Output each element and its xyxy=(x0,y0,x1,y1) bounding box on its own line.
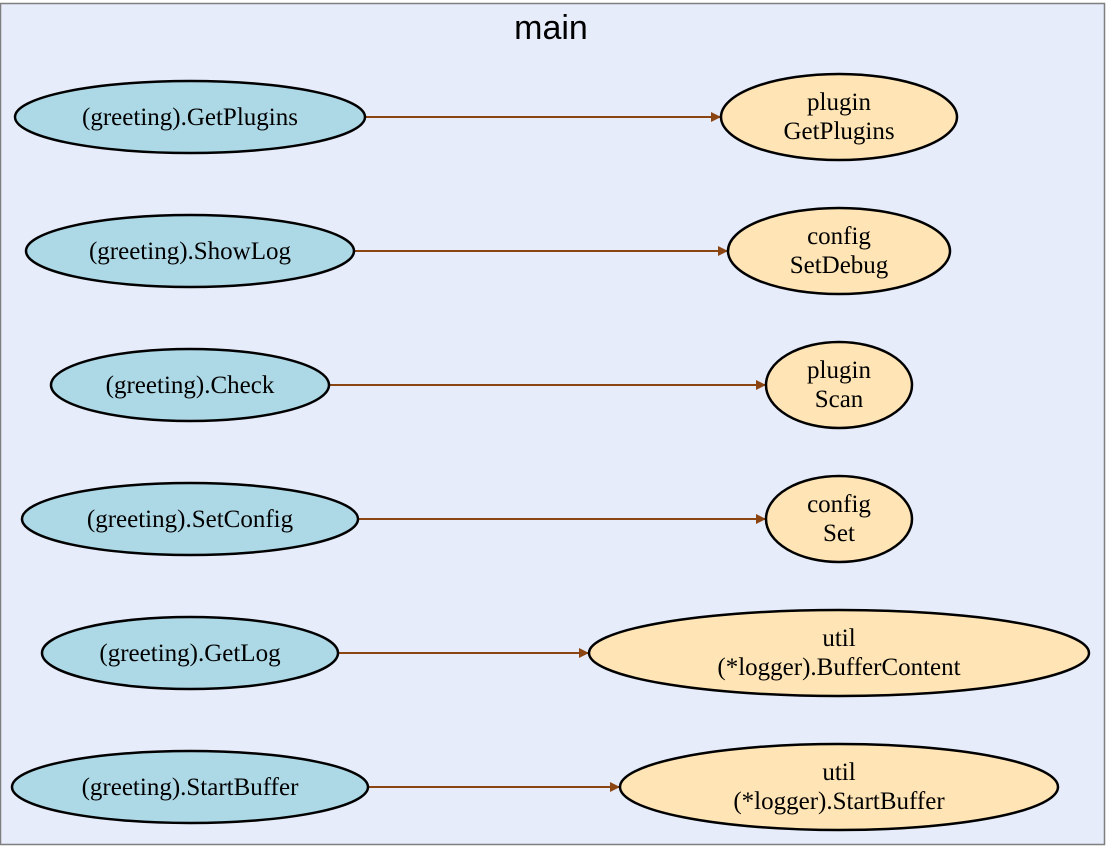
cluster-title: main xyxy=(514,9,588,47)
callee-node-ellipse xyxy=(719,72,959,162)
caller-node-label: (greeting).Check xyxy=(106,372,275,399)
caller-node-ellipse xyxy=(20,481,360,557)
callee-node-name: Set xyxy=(823,520,855,547)
callee-node-name: Scan xyxy=(815,386,864,413)
callee-node-package: plugin xyxy=(807,357,871,384)
callee-node[interactable]: util(*logger).BufferContent xyxy=(587,608,1091,698)
callee-node-ellipse xyxy=(618,742,1060,832)
caller-node[interactable]: (greeting).GetPlugins xyxy=(13,79,367,155)
callee-node[interactable]: util(*logger).StartBuffer xyxy=(618,742,1060,832)
callee-node-package: util xyxy=(822,625,855,652)
caller-node-ellipse xyxy=(10,749,370,825)
caller-node-label: (greeting).GetLog xyxy=(99,640,281,667)
caller-node[interactable]: (greeting).GetLog xyxy=(40,615,340,691)
callee-node-package: util xyxy=(822,759,855,786)
callee-node-ellipse xyxy=(726,206,952,296)
callee-node-ellipse xyxy=(764,474,914,564)
callee-node-package: config xyxy=(807,223,871,250)
callee-node-ellipse xyxy=(587,608,1091,698)
callee-node-package: plugin xyxy=(807,89,871,116)
caller-node-ellipse xyxy=(24,213,356,289)
callee-nodes-layer: pluginGetPluginsconfigSetDebugpluginScan… xyxy=(587,72,1091,832)
caller-node[interactable]: (greeting).SetConfig xyxy=(20,481,360,557)
callee-node-name: (*logger).BufferContent xyxy=(717,654,960,681)
caller-nodes-layer: (greeting).GetPlugins (greeting).ShowLog (… xyxy=(10,79,370,825)
caller-node-label: (greeting).GetPlugins xyxy=(82,104,298,131)
callee-node-name: (*logger).StartBuffer xyxy=(733,788,945,815)
callee-node-name: SetDebug xyxy=(790,252,889,279)
caller-node[interactable]: (greeting).ShowLog xyxy=(24,213,356,289)
caller-node[interactable]: (greeting).StartBuffer xyxy=(10,749,370,825)
caller-node-label: (greeting).StartBuffer xyxy=(82,774,299,801)
caller-node-label: (greeting).ShowLog xyxy=(89,238,292,265)
callee-node-name: GetPlugins xyxy=(783,118,894,145)
caller-node[interactable]: (greeting).Check xyxy=(49,347,331,423)
caller-node-ellipse xyxy=(40,615,340,691)
caller-node-ellipse xyxy=(49,347,331,423)
caller-node-ellipse xyxy=(13,79,367,155)
edges-layer xyxy=(329,112,766,792)
callee-node-ellipse xyxy=(764,340,914,430)
callee-node-package: config xyxy=(807,491,871,518)
caller-node-label: (greeting).SetConfig xyxy=(87,506,294,533)
